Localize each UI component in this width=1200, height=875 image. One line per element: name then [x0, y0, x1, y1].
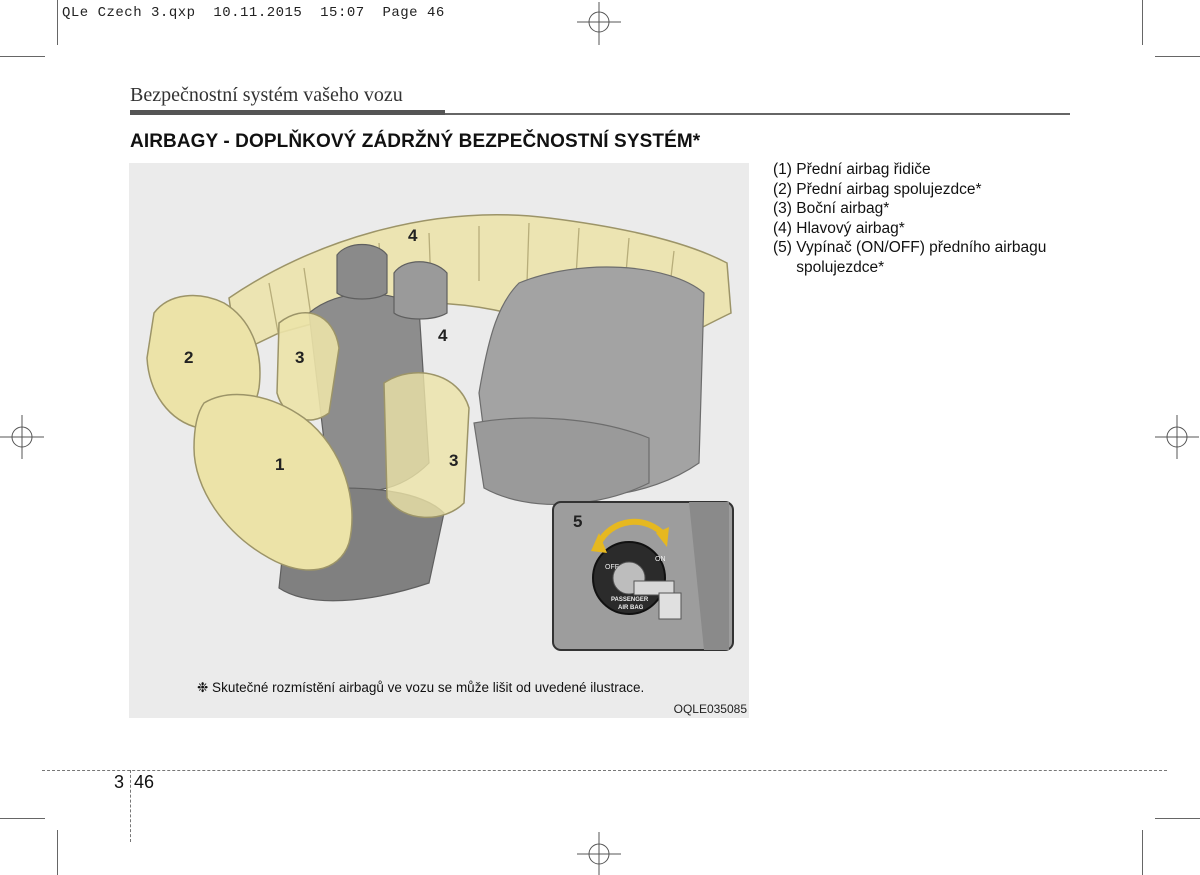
callout-1: 1 — [275, 455, 284, 474]
header-rule-thick — [130, 110, 445, 115]
switch-passenger-label: PASSENGER — [611, 597, 649, 603]
crop-mark — [1155, 818, 1200, 819]
crop-mark — [57, 830, 58, 875]
switch-inset: OFF ON PASSENGER AIR BAG 5 — [552, 501, 734, 651]
legend-number: (4) — [773, 219, 792, 237]
driver-front-airbag — [193, 393, 353, 571]
legend-text: Hlavový airbag* — [796, 219, 905, 237]
legend-text: Boční airbag* — [796, 200, 890, 217]
header-rule-thin — [445, 113, 1070, 115]
legend-text: Vypínač (ON/OFF) předního airbagu spoluj… — [796, 239, 1047, 276]
page-number-separator — [130, 770, 131, 842]
crop-mark — [1142, 0, 1143, 45]
side-airbag-passenger — [383, 372, 470, 519]
crop-mark — [57, 0, 58, 45]
crop-mark — [1142, 830, 1143, 875]
legend-item: (1) Přední airbag řidiče — [773, 160, 1103, 180]
crop-mark — [0, 818, 45, 819]
rear-seat-cushion — [473, 417, 650, 505]
callout-3b: 3 — [449, 451, 458, 470]
switch-airbag-label: AIR BAG — [618, 605, 644, 611]
legend-number: (1) — [773, 161, 792, 178]
switch-key — [633, 580, 675, 596]
section-title: AIRBAGY - DOPLŇKOVÝ ZÁDRŽNÝ BEZPEČNOSTNÍ… — [130, 131, 701, 152]
airbag-diagram: 1 2 3 3 4 4 OFF ON PASSENGER AIR BAG 5 — [146, 214, 734, 651]
crop-mark — [1155, 56, 1200, 57]
headrest — [336, 244, 388, 300]
legend-number: (3) — [773, 200, 792, 217]
callout-4b: 4 — [438, 326, 448, 345]
running-head: Bezpečnostní systém vašeho vozu — [130, 84, 403, 106]
callout-4: 4 — [408, 226, 418, 245]
page-number-value: 46 — [134, 772, 155, 792]
legend-text: Přední airbag spolujezdce* — [796, 180, 982, 198]
callout-3: 3 — [295, 348, 304, 367]
callout-2: 2 — [184, 348, 193, 367]
legend-item: (5) Vypínač (ON/OFF) předního airbagu sp… — [773, 238, 1103, 277]
legend-number: (5) — [773, 239, 792, 256]
switch-on-label: ON — [655, 556, 666, 563]
switch-arrow — [596, 518, 667, 545]
legend-number: (2) — [773, 180, 792, 198]
print-slug: QLe Czech 3.qxp 10.11.2015 15:07 Page 46 — [62, 5, 445, 21]
airbag-illustration: 1 2 3 3 4 4 OFF ON PASSENGER AIR BAG 5 ❉… — [129, 163, 749, 718]
switch-off-label: OFF — [605, 564, 619, 571]
figure-code: OQLE035085 — [673, 702, 747, 716]
page-number: 3 46 — [114, 772, 154, 793]
legend-item: (4) Hlavový airbag* — [773, 219, 1103, 239]
figure-note: ❉ Skutečné rozmístění airbagů ve vozu se… — [197, 680, 645, 695]
legend-item: (3) Boční airbag* — [773, 199, 1103, 219]
headrest-2 — [393, 261, 448, 320]
airbag-legend: (1) Přední airbag řidiče (2) Přední airb… — [773, 160, 1103, 277]
crop-mark — [0, 56, 45, 57]
legend-item: (2) Přední airbag spolujezdce* — [773, 180, 1103, 200]
chapter-number: 3 — [114, 772, 125, 792]
footer-rule — [42, 770, 1167, 771]
legend-text: Přední airbag řidiče — [796, 161, 931, 178]
callout-5: 5 — [573, 512, 582, 531]
